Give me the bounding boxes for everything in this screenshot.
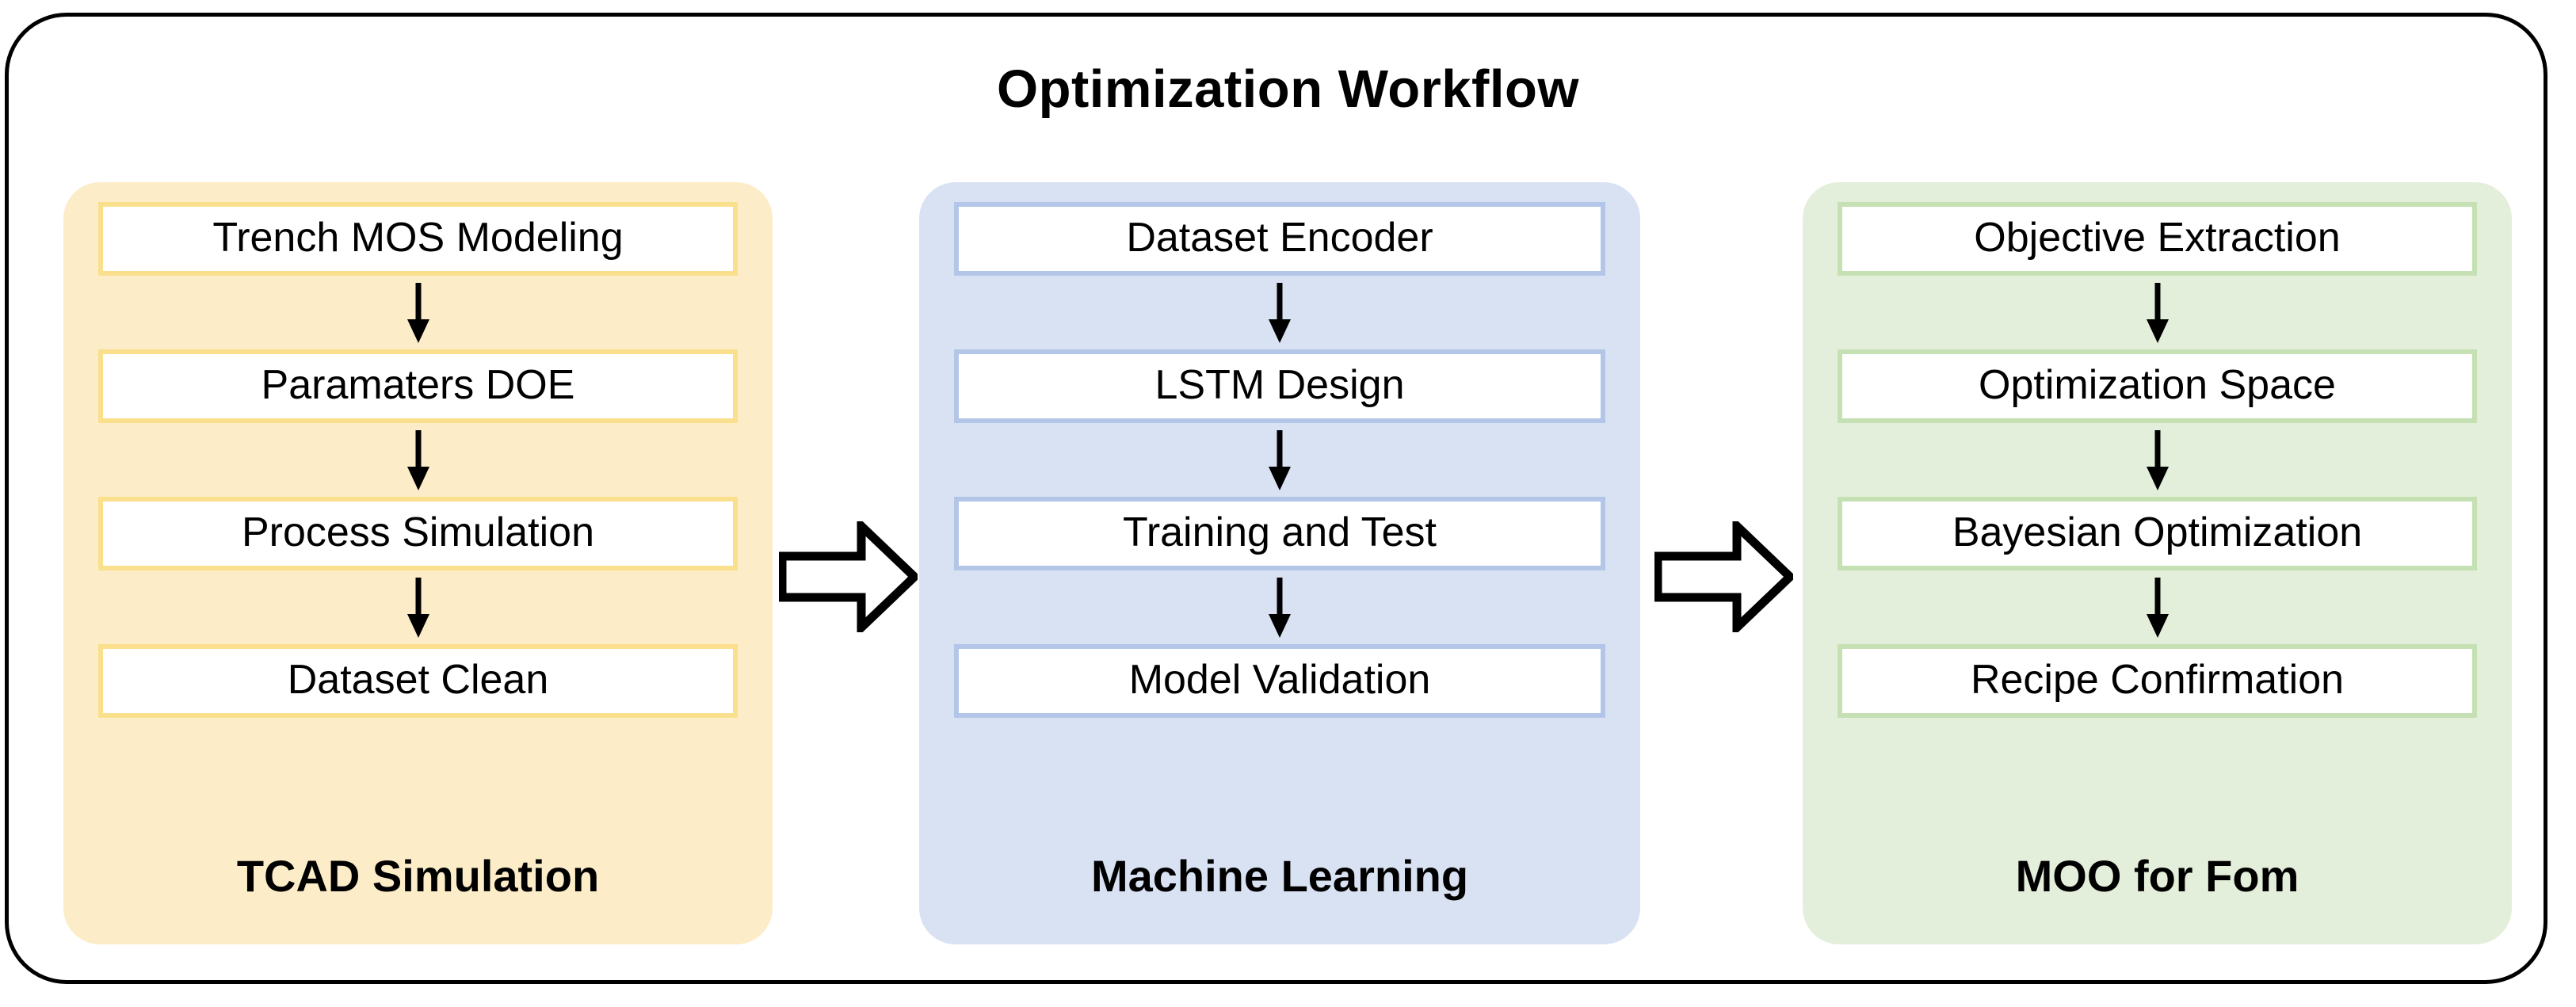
step-box[interactable]: Process Simulation	[98, 497, 738, 570]
step-label: Recipe Confirmation	[1970, 656, 2345, 703]
step-label: Bayesian Optimization	[1952, 509, 2363, 555]
stage-caption: Machine Learning	[1090, 851, 1469, 901]
step-label: Optimization Space	[1979, 361, 2336, 408]
step-list-moo-for-fom: Objective Extraction Optimization Space …	[1803, 182, 2512, 944]
step-label: Dataset Clean	[287, 656, 549, 703]
flow-arrow-down-icon	[1838, 570, 2477, 644]
flow-arrow-down-icon	[1838, 423, 2477, 497]
step-box[interactable]: Dataset Encoder	[954, 202, 1605, 276]
step-box[interactable]: Objective Extraction	[1838, 202, 2477, 276]
step-label: Model Validation	[1128, 656, 1431, 703]
block-arrow-right-icon	[1654, 521, 1793, 632]
step-label: LSTM Design	[1154, 361, 1405, 408]
flow-arrow-down-icon	[98, 423, 738, 497]
step-label: Objective Extraction	[1974, 214, 2341, 261]
step-box[interactable]: Model Validation	[954, 644, 1605, 718]
stage-panel-moo-for-fom: Objective Extraction Optimization Space …	[1803, 182, 2512, 944]
flow-arrow-down-icon	[98, 570, 738, 644]
step-label: Training and Test	[1122, 509, 1437, 555]
step-box[interactable]: Optimization Space	[1838, 349, 2477, 423]
flow-arrow-down-icon	[954, 423, 1605, 497]
stage-caption: MOO for Fom	[2015, 851, 2299, 901]
page-title: Optimization Workflow	[996, 59, 1580, 119]
step-label: Dataset Encoder	[1126, 214, 1433, 261]
step-label: Trench MOS Modeling	[212, 214, 624, 261]
diagram-outer-frame	[5, 13, 2547, 984]
step-list-machine-learning: Dataset Encoder LSTM Design Training and…	[919, 182, 1640, 944]
step-box[interactable]: Recipe Confirmation	[1838, 644, 2477, 718]
step-box[interactable]: Bayesian Optimization	[1838, 497, 2477, 570]
step-label: Process Simulation	[241, 509, 595, 555]
stage-caption: TCAD Simulation	[236, 851, 600, 901]
flow-arrow-down-icon	[954, 570, 1605, 644]
step-box[interactable]: Training and Test	[954, 497, 1605, 570]
step-box[interactable]: Dataset Clean	[98, 644, 738, 718]
block-arrow-right-icon	[779, 521, 918, 632]
step-label: Paramaters DOE	[261, 361, 575, 408]
step-list-tcad-simulation: Trench MOS Modeling Paramaters DOE Proce…	[63, 182, 773, 944]
step-box[interactable]: Trench MOS Modeling	[98, 202, 738, 276]
flow-arrow-down-icon	[954, 276, 1605, 349]
flow-arrow-down-icon	[1838, 276, 2477, 349]
step-box[interactable]: Paramaters DOE	[98, 349, 738, 423]
stage-panel-tcad-simulation: Trench MOS Modeling Paramaters DOE Proce…	[63, 182, 773, 944]
step-box[interactable]: LSTM Design	[954, 349, 1605, 423]
stage-panel-machine-learning: Dataset Encoder LSTM Design Training and…	[919, 182, 1640, 944]
flow-arrow-down-icon	[98, 276, 738, 349]
